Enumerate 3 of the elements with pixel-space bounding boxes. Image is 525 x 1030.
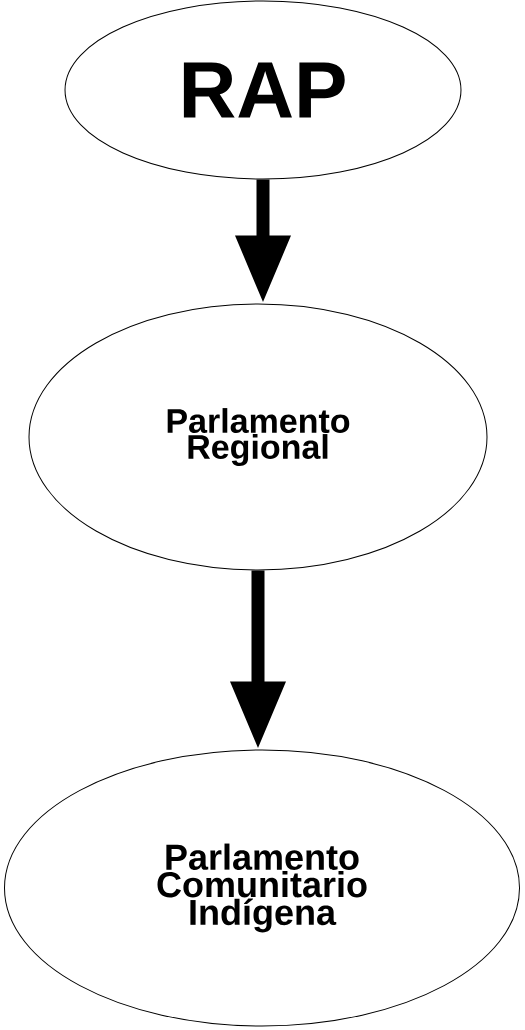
- ellipse-node: Parlamento Regional: [28, 303, 488, 571]
- ellipse-node: Parlamento Comunitario Indígena: [4, 749, 520, 1027]
- ellipse-node: RAP: [64, 0, 462, 180]
